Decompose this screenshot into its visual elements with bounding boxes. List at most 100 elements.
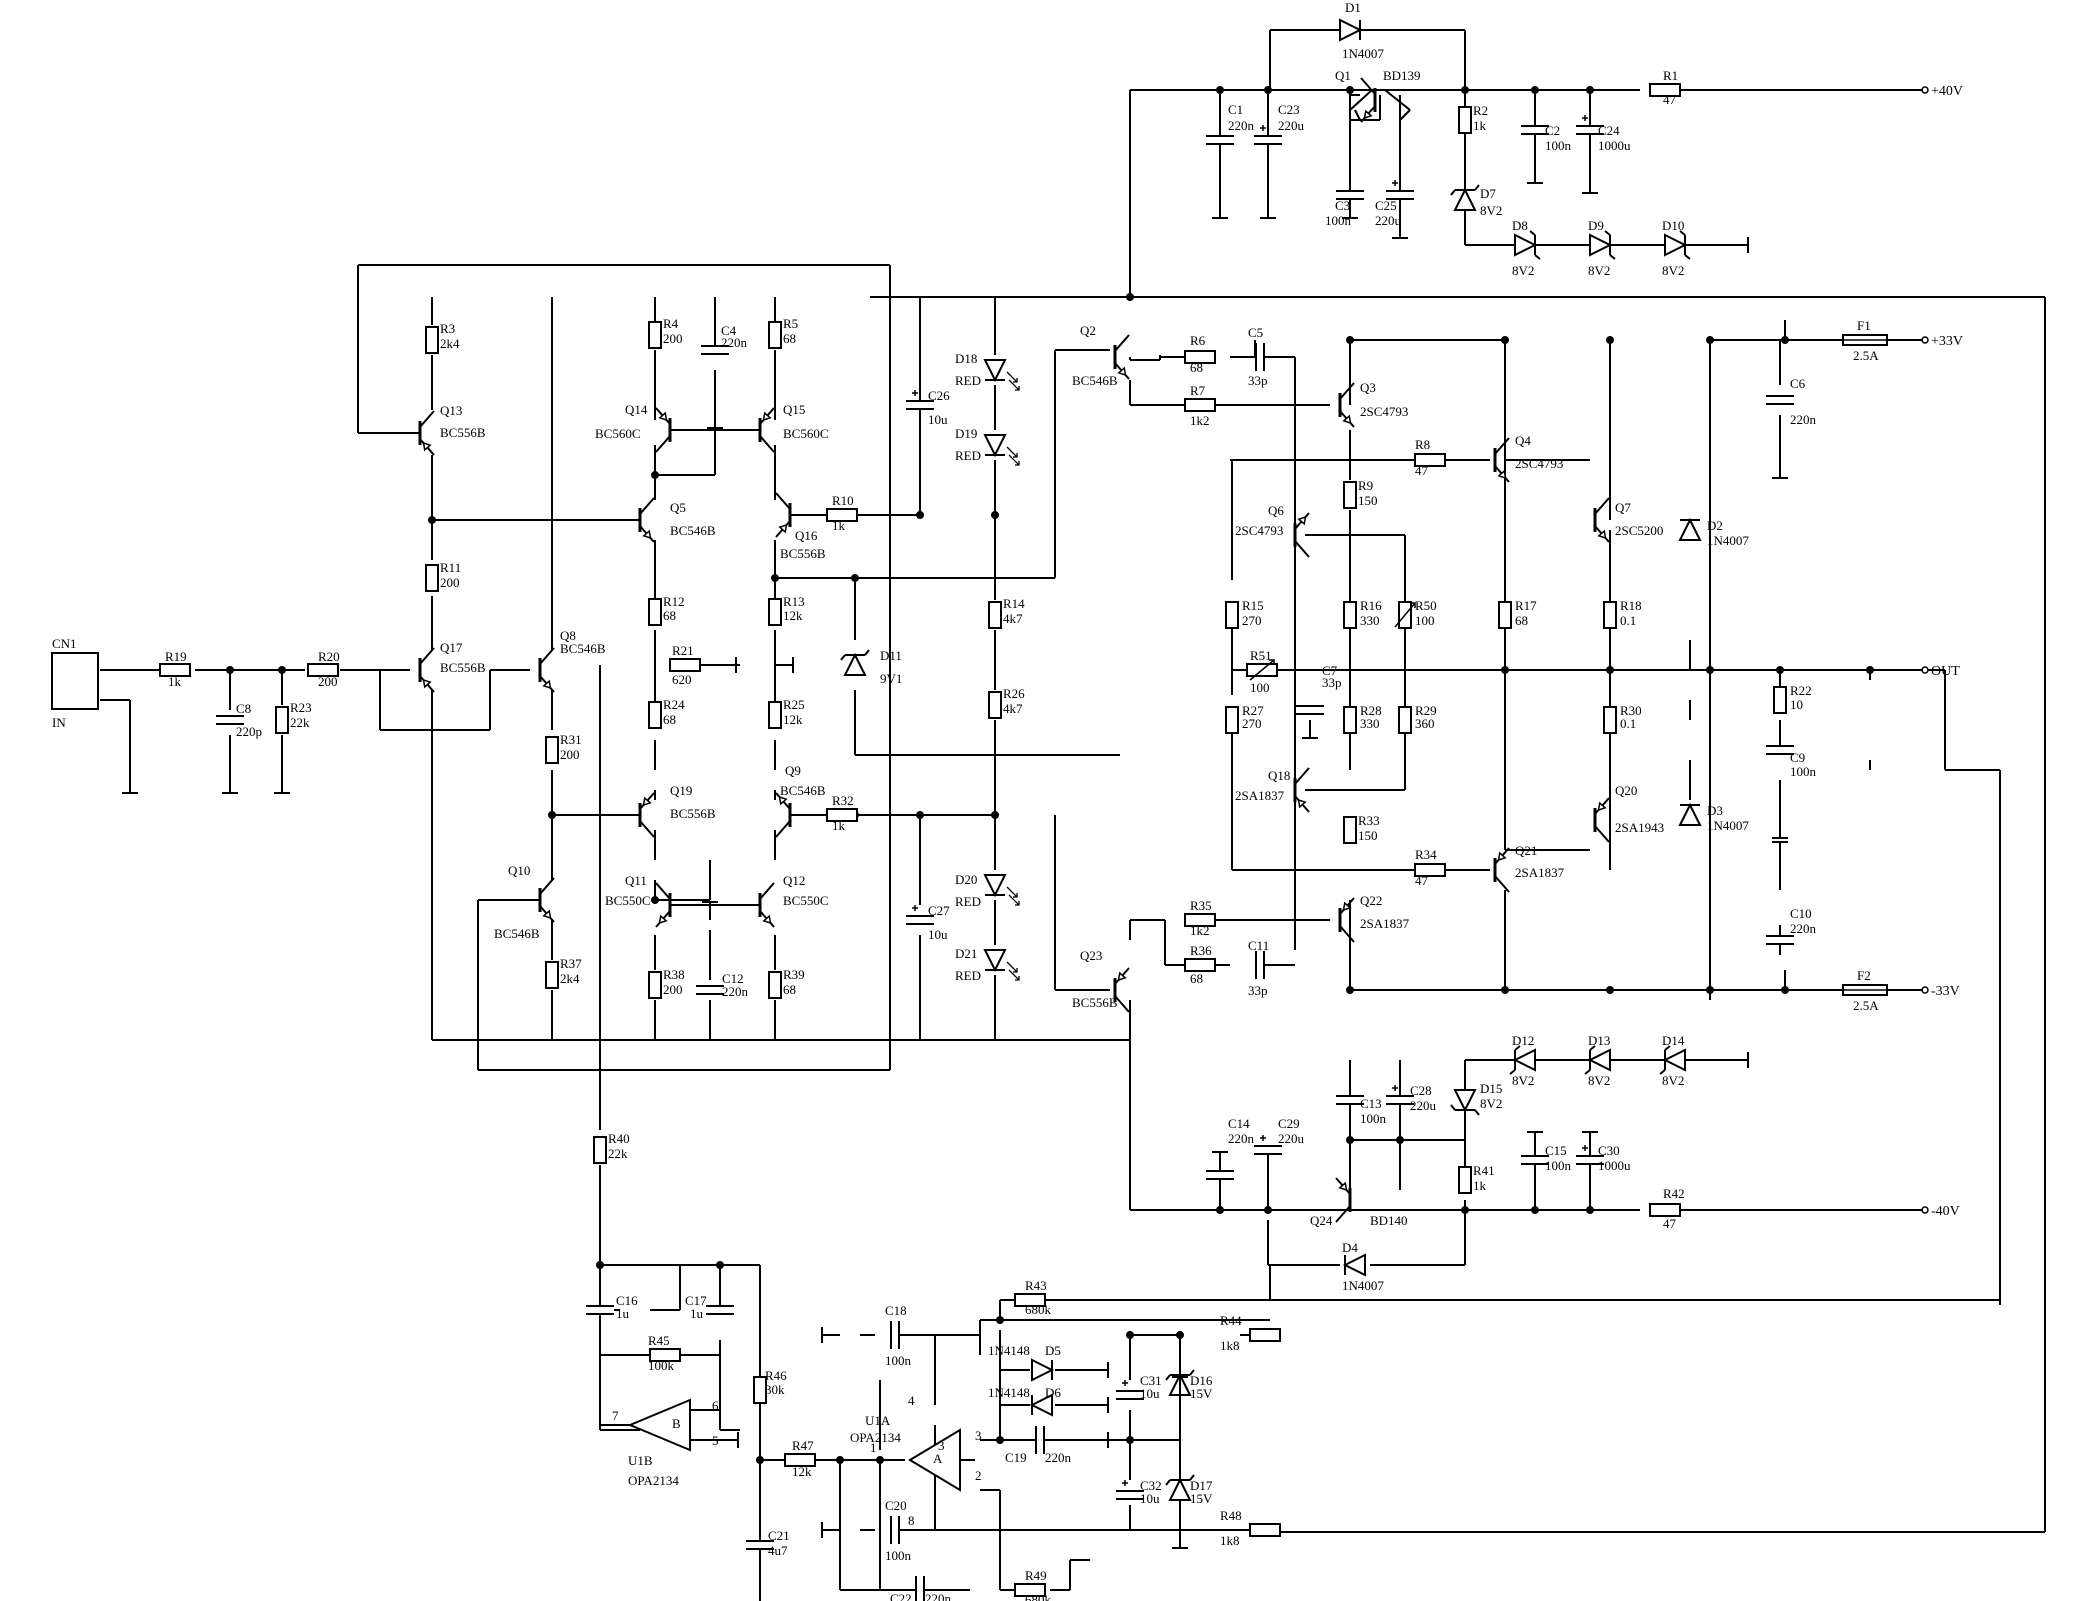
d21-diode xyxy=(983,949,1020,981)
c16-ref: C16 xyxy=(616,1293,638,1308)
r5-value: 68 xyxy=(783,331,796,346)
r19-resistor xyxy=(159,663,191,677)
c12-ref: C12 xyxy=(722,971,744,986)
d10-diode xyxy=(1664,230,1691,260)
r40-ref: R40 xyxy=(608,1131,630,1146)
c24-value: 1000u xyxy=(1598,138,1631,153)
r14-value: 4k7 xyxy=(1003,611,1023,626)
d13-diode xyxy=(1584,1045,1611,1075)
r27-ref: R27 xyxy=(1242,703,1264,718)
d3-diode xyxy=(1678,802,1702,826)
r29-value: 360 xyxy=(1415,716,1435,731)
r30-resistor xyxy=(1603,706,1617,734)
d12-ref: D12 xyxy=(1512,1033,1534,1048)
d2-ref: D2 xyxy=(1707,518,1723,533)
c5-capacitor xyxy=(1255,343,1265,371)
c22-value: 220n xyxy=(925,1591,952,1601)
c5-ref: C5 xyxy=(1248,325,1263,340)
d13-value: 8V2 xyxy=(1588,1073,1610,1088)
r35-ref: R35 xyxy=(1190,898,1212,913)
c32-capacitor xyxy=(1116,1480,1144,1500)
c29-value: 220u xyxy=(1278,1131,1305,1146)
q10-transistor xyxy=(538,877,555,923)
c9-value: 100n xyxy=(1790,764,1817,779)
c25-capacitor xyxy=(1386,180,1414,200)
d20-ref: D20 xyxy=(955,872,977,887)
d16-value: 15V xyxy=(1190,1386,1213,1401)
r20-ref: R20 xyxy=(318,649,340,664)
r20-value: 200 xyxy=(318,674,338,689)
q11-ref: Q11 xyxy=(625,873,647,888)
c10-value: 220n xyxy=(1790,921,1817,936)
q18-transistor xyxy=(1293,767,1310,813)
ground-symbol xyxy=(1090,1432,1109,1448)
c28-ref: C28 xyxy=(1410,1083,1432,1098)
q13-value: BC556B xyxy=(440,425,486,440)
c24-capacitor xyxy=(1576,115,1604,135)
c6-value: 220n xyxy=(1790,412,1817,427)
q3-value: 2SC4793 xyxy=(1360,404,1408,419)
r27-resistor xyxy=(1225,706,1239,734)
c28-capacitor xyxy=(1386,1085,1414,1105)
r1-ref: R1 xyxy=(1663,68,1678,83)
r8-value: 47 xyxy=(1415,463,1429,478)
c5-value: 33p xyxy=(1248,373,1268,388)
q20-ref: Q20 xyxy=(1615,783,1637,798)
r33-value: 150 xyxy=(1358,828,1378,843)
ground-symbol xyxy=(707,410,723,429)
c14-ref: C14 xyxy=(1228,1116,1250,1131)
c10-capacitor xyxy=(1766,935,1794,945)
r17-resistor xyxy=(1498,601,1512,629)
c3-value: 100n xyxy=(1325,213,1352,228)
c9-capacitor xyxy=(1766,745,1794,755)
r26-ref: R26 xyxy=(1003,686,1025,701)
d15-diode xyxy=(1450,1089,1480,1116)
ground-symbol xyxy=(1582,1131,1598,1150)
q13-transistor xyxy=(418,410,435,456)
ground-symbol xyxy=(1342,200,1358,219)
d13-ref: D13 xyxy=(1588,1033,1610,1048)
c18-ref: C18 xyxy=(885,1303,907,1318)
q21-value: 2SA1837 xyxy=(1515,865,1565,880)
c4-capacitor xyxy=(701,345,729,355)
c22-capacitor xyxy=(915,1576,925,1601)
d14-diode xyxy=(1659,1045,1686,1075)
d20-value: RED xyxy=(955,894,981,909)
r47-resistor xyxy=(784,1453,816,1467)
q1-ref: Q1 xyxy=(1335,68,1351,83)
r49-ref: R49 xyxy=(1025,1568,1047,1583)
c32-value: 10u xyxy=(1140,1491,1160,1506)
r43-ref: R43 xyxy=(1025,1278,1047,1293)
d18-value: RED xyxy=(955,373,981,388)
r1-value: 47 xyxy=(1663,92,1677,107)
d5-diode xyxy=(1031,1358,1055,1382)
components xyxy=(51,18,1888,1601)
input-connector xyxy=(51,652,99,710)
d12-value: 8V2 xyxy=(1512,1073,1534,1088)
r3-value: 2k4 xyxy=(440,336,460,351)
ground-symbol xyxy=(1090,1362,1109,1378)
q9-ref: Q9 xyxy=(785,763,801,778)
r22-value: 10 xyxy=(1790,697,1803,712)
ground-symbol xyxy=(1260,200,1276,219)
d11-value: 9V1 xyxy=(880,671,902,686)
d6-diode xyxy=(1029,1393,1053,1417)
net-minus40v: -40V xyxy=(1931,1204,1960,1219)
d11-ref: D11 xyxy=(880,648,902,663)
r23-resistor xyxy=(275,706,289,734)
c15-capacitor xyxy=(1521,1155,1549,1165)
u1b-pin6-num: 6 xyxy=(712,1398,719,1413)
q23-transistor xyxy=(1113,967,1130,1013)
c19-capacitor xyxy=(1035,1426,1045,1454)
r5-resistor xyxy=(768,321,782,349)
r18-value: 0.1 xyxy=(1620,613,1636,628)
f1-fuse xyxy=(1842,334,1888,346)
r25-resistor xyxy=(768,701,782,729)
q19-ref: Q19 xyxy=(670,783,692,798)
r50-value: 100 xyxy=(1415,613,1435,628)
r45-value: 100k xyxy=(648,1358,675,1373)
d21-ref: D21 xyxy=(955,946,977,961)
d5-ref: D5 xyxy=(1045,1343,1061,1358)
r45-resistor xyxy=(649,1348,681,1362)
